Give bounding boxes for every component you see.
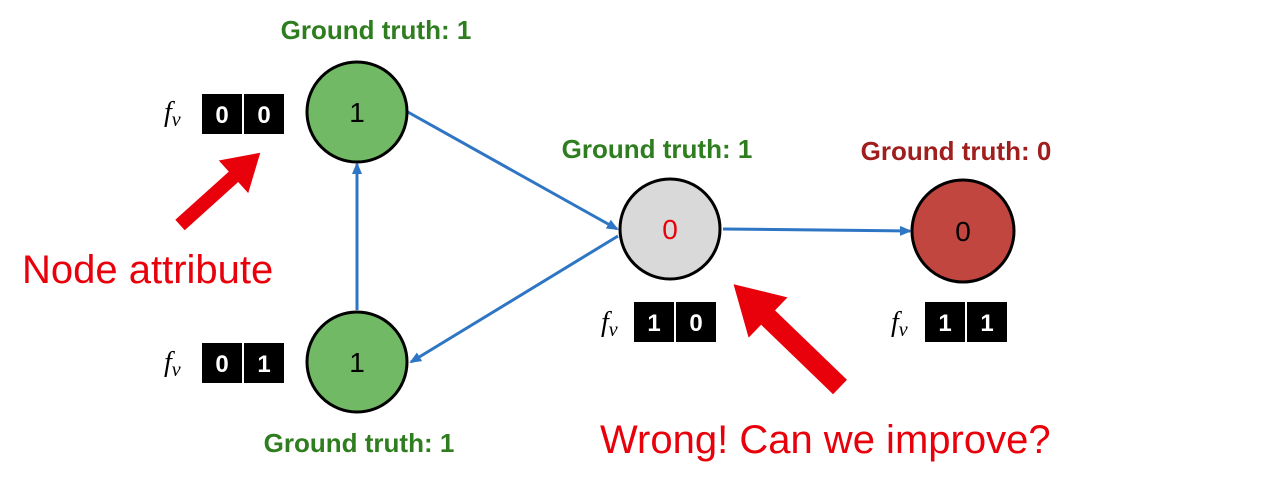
wrong-annotation: Wrong! Can we improve? bbox=[600, 418, 1051, 462]
feature-bit: 1 bbox=[980, 310, 993, 337]
node-top: 1 bbox=[305, 60, 409, 164]
node-attribute-annotation: Node attribute bbox=[22, 248, 273, 292]
ground-truth-bottom: Ground truth: 1 bbox=[264, 428, 455, 458]
feature-vector-right: fv 1 1 bbox=[891, 302, 1007, 342]
node-middle: 0 bbox=[618, 177, 722, 281]
node-right: 0 bbox=[910, 178, 1016, 284]
feature-bit: 0 bbox=[257, 102, 270, 129]
feature-vector-middle: fv 1 0 bbox=[601, 302, 716, 342]
feature-bit: 0 bbox=[215, 102, 228, 129]
feature-bit: 1 bbox=[257, 351, 270, 378]
red-arrow-wrong bbox=[733, 284, 847, 395]
fv-symbol: fv bbox=[164, 97, 181, 131]
feature-bit: 1 bbox=[938, 310, 951, 337]
ground-truth-middle: Ground truth: 1 bbox=[562, 134, 753, 164]
red-arrow-node-attribute bbox=[175, 152, 261, 231]
edge-middle-to-bottom bbox=[409, 234, 619, 364]
feature-bit: 0 bbox=[215, 351, 228, 378]
node-bottom-label: 1 bbox=[349, 347, 365, 378]
edge-top-to-middle bbox=[405, 109, 619, 231]
ground-truth-top: Ground truth: 1 bbox=[281, 15, 472, 45]
node-top-label: 1 bbox=[349, 97, 365, 128]
node-bottom: 1 bbox=[305, 310, 409, 414]
fv-symbol: fv bbox=[601, 307, 618, 341]
feature-vector-bottom: fv 0 1 bbox=[164, 343, 284, 383]
edge-middle-to-right bbox=[722, 225, 912, 236]
feature-bit: 1 bbox=[647, 310, 660, 337]
node-right-label: 0 bbox=[955, 216, 971, 247]
feature-vector-top: fv 0 0 bbox=[164, 94, 284, 134]
node-middle-label: 0 bbox=[662, 214, 678, 245]
fv-symbol: fv bbox=[891, 307, 908, 341]
feature-bit: 0 bbox=[689, 310, 702, 337]
fv-symbol: fv bbox=[164, 347, 181, 381]
ground-truth-right: Ground truth: 0 bbox=[861, 136, 1052, 166]
